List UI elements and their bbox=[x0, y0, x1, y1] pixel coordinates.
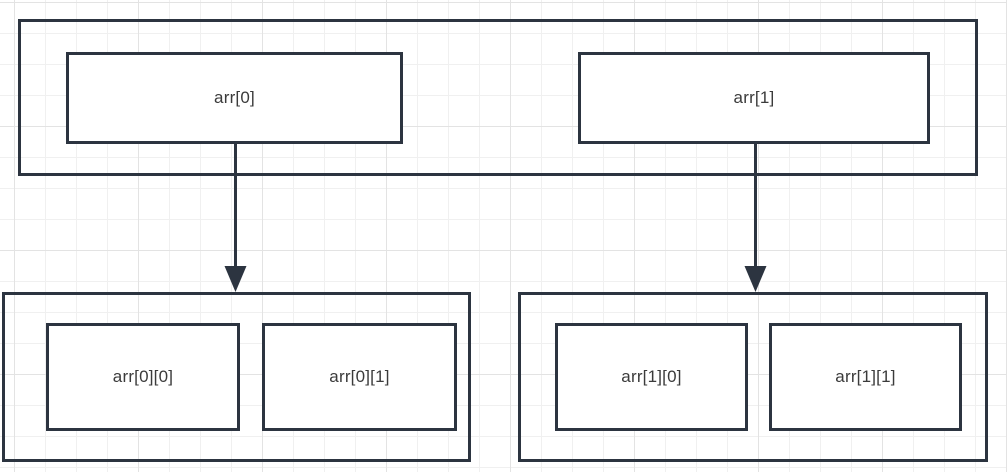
top-array-container[interactable] bbox=[18, 19, 978, 176]
array-cell-arr1[interactable]: arr[1] bbox=[578, 52, 930, 144]
array-cell-arr0-1[interactable]: arr[0][1] bbox=[262, 323, 457, 431]
bottom-right-array-container[interactable] bbox=[518, 292, 988, 462]
array-cell-arr0[interactable]: arr[0] bbox=[66, 52, 403, 144]
array-cell-arr1-label: arr[1] bbox=[733, 88, 775, 107]
array-cell-arr0-0[interactable]: arr[0][0] bbox=[46, 323, 240, 431]
array-cell-arr1-1-label: arr[1][1] bbox=[835, 367, 896, 386]
array-cell-arr1-0[interactable]: arr[1][0] bbox=[555, 323, 748, 431]
bottom-left-array-container[interactable] bbox=[2, 292, 471, 462]
array-cell-arr1-0-label: arr[1][0] bbox=[621, 367, 682, 386]
array-cell-arr1-1[interactable]: arr[1][1] bbox=[769, 323, 962, 431]
array-cell-arr0-label: arr[0] bbox=[214, 88, 255, 107]
array-cell-arr0-0-label: arr[0][0] bbox=[112, 367, 174, 386]
array-cell-arr0-1-label: arr[0][1] bbox=[329, 367, 390, 386]
